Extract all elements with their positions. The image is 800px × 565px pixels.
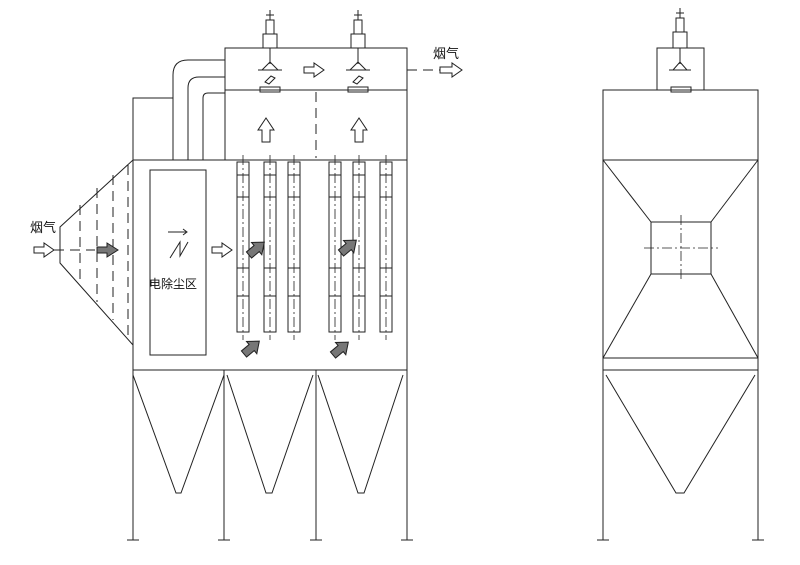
- flow-arrow: [240, 340, 260, 358]
- support-legs-front: [127, 370, 413, 541]
- esp-exit-arrow: [211, 242, 233, 258]
- side-view: [597, 8, 764, 541]
- support-legs-side: [597, 358, 764, 541]
- poppet-valve-1: [258, 10, 282, 93]
- flow-arrow: [337, 239, 357, 257]
- front-view: 烟气 电除尘区 烟气: [30, 10, 463, 541]
- flow-arrow: [245, 241, 265, 259]
- bypass-duct-middle: [187, 76, 225, 160]
- inlet-internal-arrow: [96, 242, 119, 258]
- dust-hoppers: [132, 374, 404, 494]
- gas-flow-arrows: [240, 239, 357, 359]
- left-upper-box: [132, 97, 174, 161]
- hopper-3: [317, 374, 404, 494]
- header-flow-arrow: [303, 62, 325, 78]
- inlet-flow-arrow: [33, 242, 55, 258]
- esp-zone-box: [149, 169, 207, 356]
- bypass-duct-inner: [202, 92, 225, 160]
- poppet-valve-2: [346, 10, 370, 93]
- side-hopper: [605, 374, 756, 494]
- esp-voltage-icon: [168, 228, 189, 259]
- pulse-nozzle-icon-2: [352, 75, 364, 85]
- flow-arrow: [329, 341, 349, 359]
- plenum-up-arrow-1: [257, 117, 275, 143]
- bypass-duct-outer: [172, 59, 225, 160]
- inlet-label: 烟气: [30, 220, 56, 236]
- plenum-up-arrow-2: [350, 117, 368, 143]
- hopper-2: [226, 374, 314, 494]
- filter-bag-group-2: [328, 155, 393, 340]
- outlet-header: [224, 47, 408, 91]
- outlet-label: 烟气: [433, 46, 459, 62]
- esp-zone-label: 电除尘区: [149, 276, 197, 291]
- hopper-1: [132, 374, 225, 494]
- pulse-nozzle-icon-1: [264, 75, 276, 85]
- outlet-flow-arrow: [439, 62, 463, 78]
- filter-bag-group-1: [236, 155, 301, 340]
- side-poppet-valve: [669, 8, 692, 93]
